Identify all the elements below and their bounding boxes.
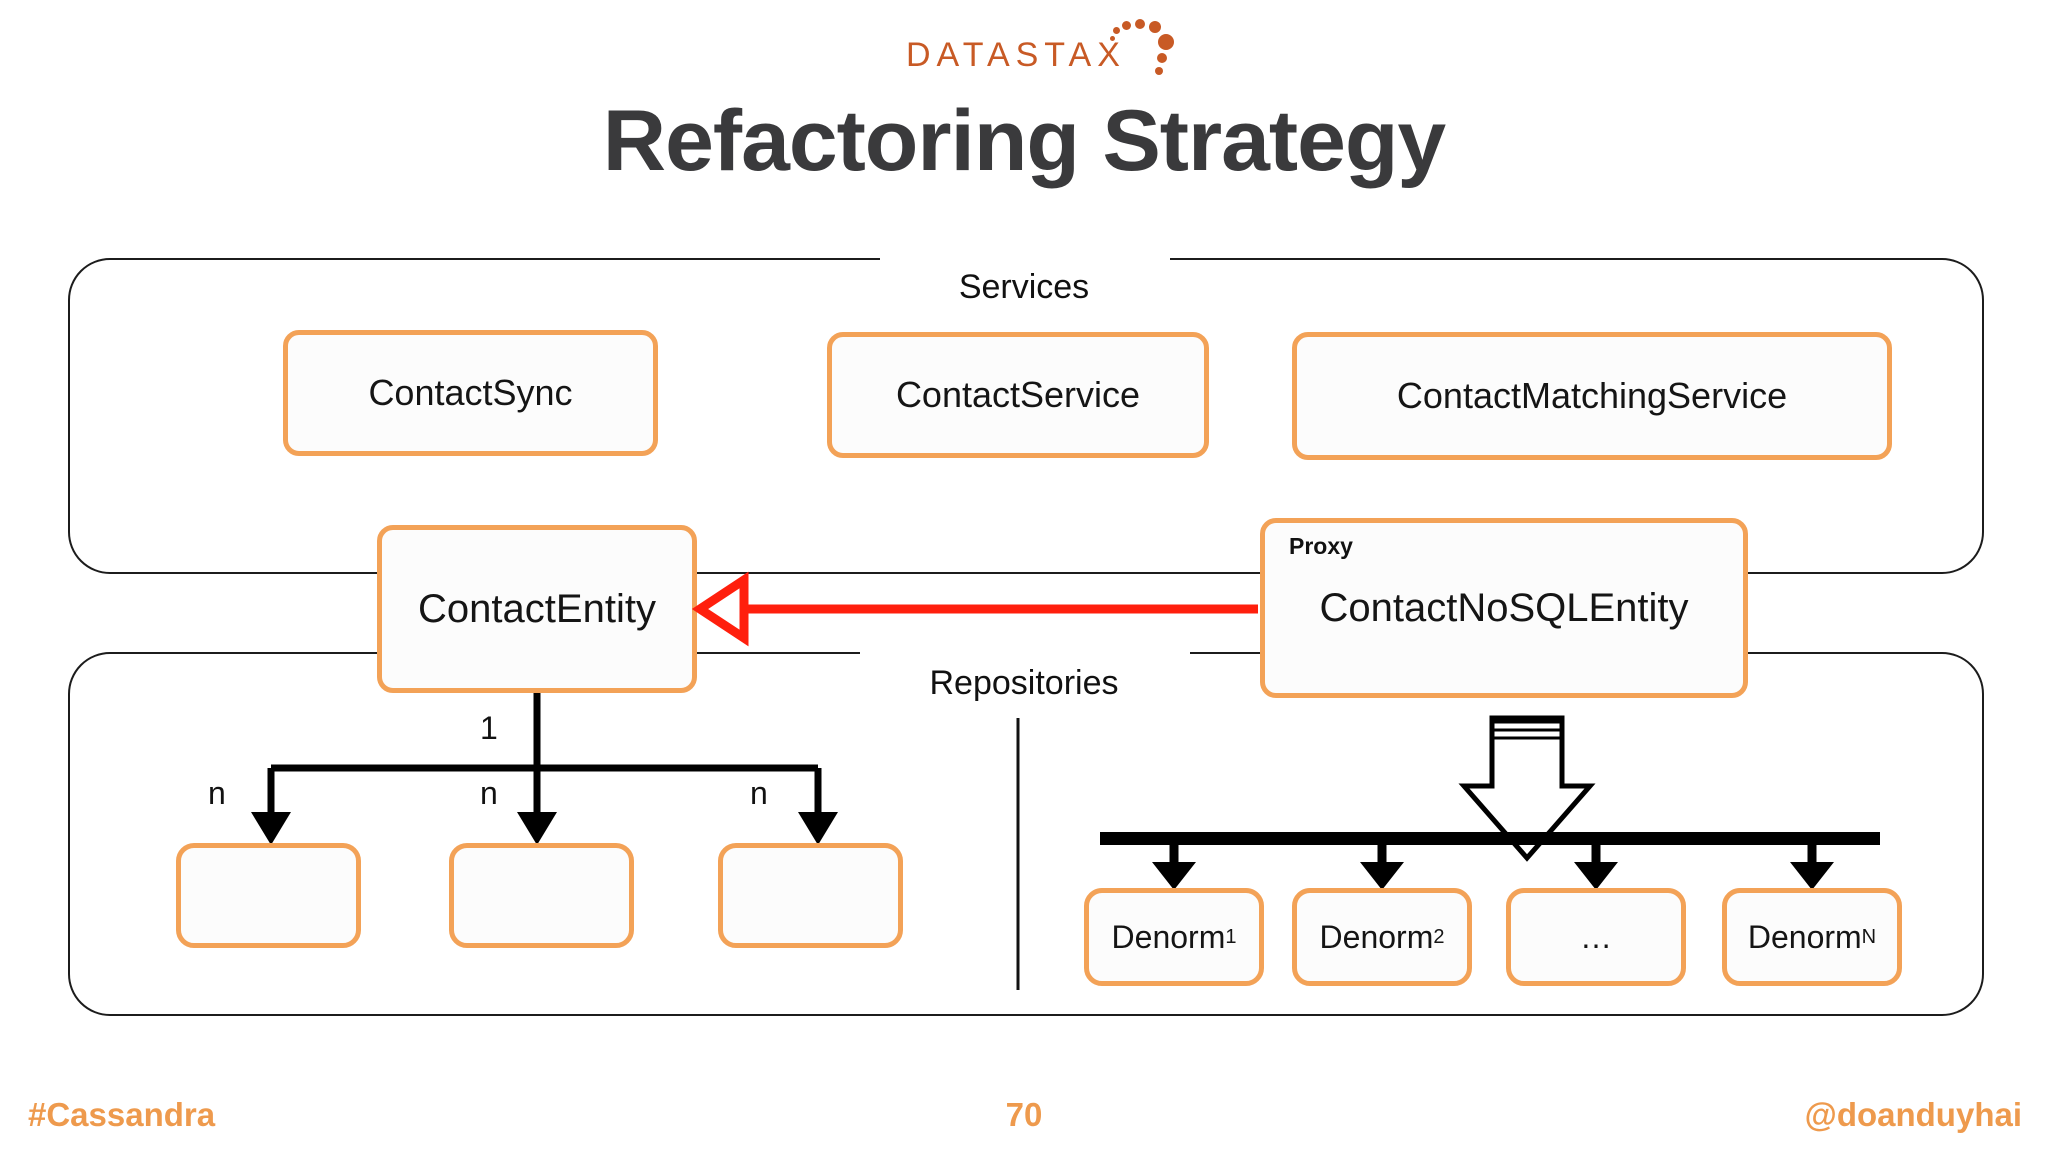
repository-box-3[interactable] <box>718 843 903 948</box>
services-panel-label: Services <box>958 268 1090 306</box>
inheritance-arrowhead-hollow <box>691 571 749 647</box>
footer-page-number: 70 <box>1005 1096 1043 1133</box>
repositories-panel <box>68 652 1984 1016</box>
footer-twitter-handle: @doanduyhai <box>1804 1096 2022 1133</box>
multiplicity-child-2: n <box>480 775 498 811</box>
footer-hashtag: #Cassandra <box>28 1096 216 1133</box>
repository-box-2[interactable] <box>449 843 634 948</box>
multiplicity-child-3: n <box>750 775 768 811</box>
datastax-logo: DATASTAX <box>906 18 1176 76</box>
denorm-box-ellipsis[interactable]: … <box>1506 888 1686 986</box>
service-box-contactservice[interactable]: ContactService <box>827 332 1209 458</box>
entity-box-contactentity-label: ContactEntity <box>418 586 656 631</box>
denorm-box-2-label: Denorm <box>1319 918 1434 955</box>
service-box-contactsync-label: ContactSync <box>368 372 573 413</box>
denorm-box-2-subscript: 2 <box>1433 925 1445 948</box>
service-box-contactmatchingservice[interactable]: ContactMatchingService <box>1292 332 1892 460</box>
multiplicity-child-1: n <box>208 775 226 811</box>
datastax-logo-dots <box>1082 18 1176 76</box>
denorm-box-n-label: Denorm <box>1747 918 1862 955</box>
entity-box-contactnosqlentity-label: ContactNoSQLEntity <box>1319 585 1689 630</box>
entity-box-contactnosqlentity[interactable]: Proxy ContactNoSQLEntity <box>1260 518 1748 698</box>
repositories-label-mask <box>860 644 1190 664</box>
service-box-contactsync[interactable]: ContactSync <box>283 330 658 456</box>
service-box-contactservice-label: ContactService <box>895 374 1141 415</box>
repositories-panel-label: Repositories <box>929 664 1119 702</box>
denorm-box-n-subscript: N <box>1861 925 1877 948</box>
proxy-stereotype-label: Proxy <box>1289 533 1353 559</box>
repository-box-1[interactable] <box>176 843 361 948</box>
denorm-box-1-label: Denorm <box>1111 918 1226 955</box>
services-label-mask <box>880 250 1170 270</box>
page-title: Refactoring Strategy <box>602 93 1446 189</box>
denorm-box-1-subscript: 1 <box>1225 925 1237 948</box>
entity-box-contactentity[interactable]: ContactEntity <box>377 525 697 693</box>
service-box-contactmatchingservice-label: ContactMatchingService <box>1396 375 1788 416</box>
denorm-box-ellipsis-label: … <box>1580 918 1612 955</box>
footer: #Cassandra 70 @doanduyhai <box>0 1096 2048 1144</box>
datastax-logo-text: DATASTAX <box>906 36 1126 74</box>
multiplicity-parent: 1 <box>480 710 498 746</box>
